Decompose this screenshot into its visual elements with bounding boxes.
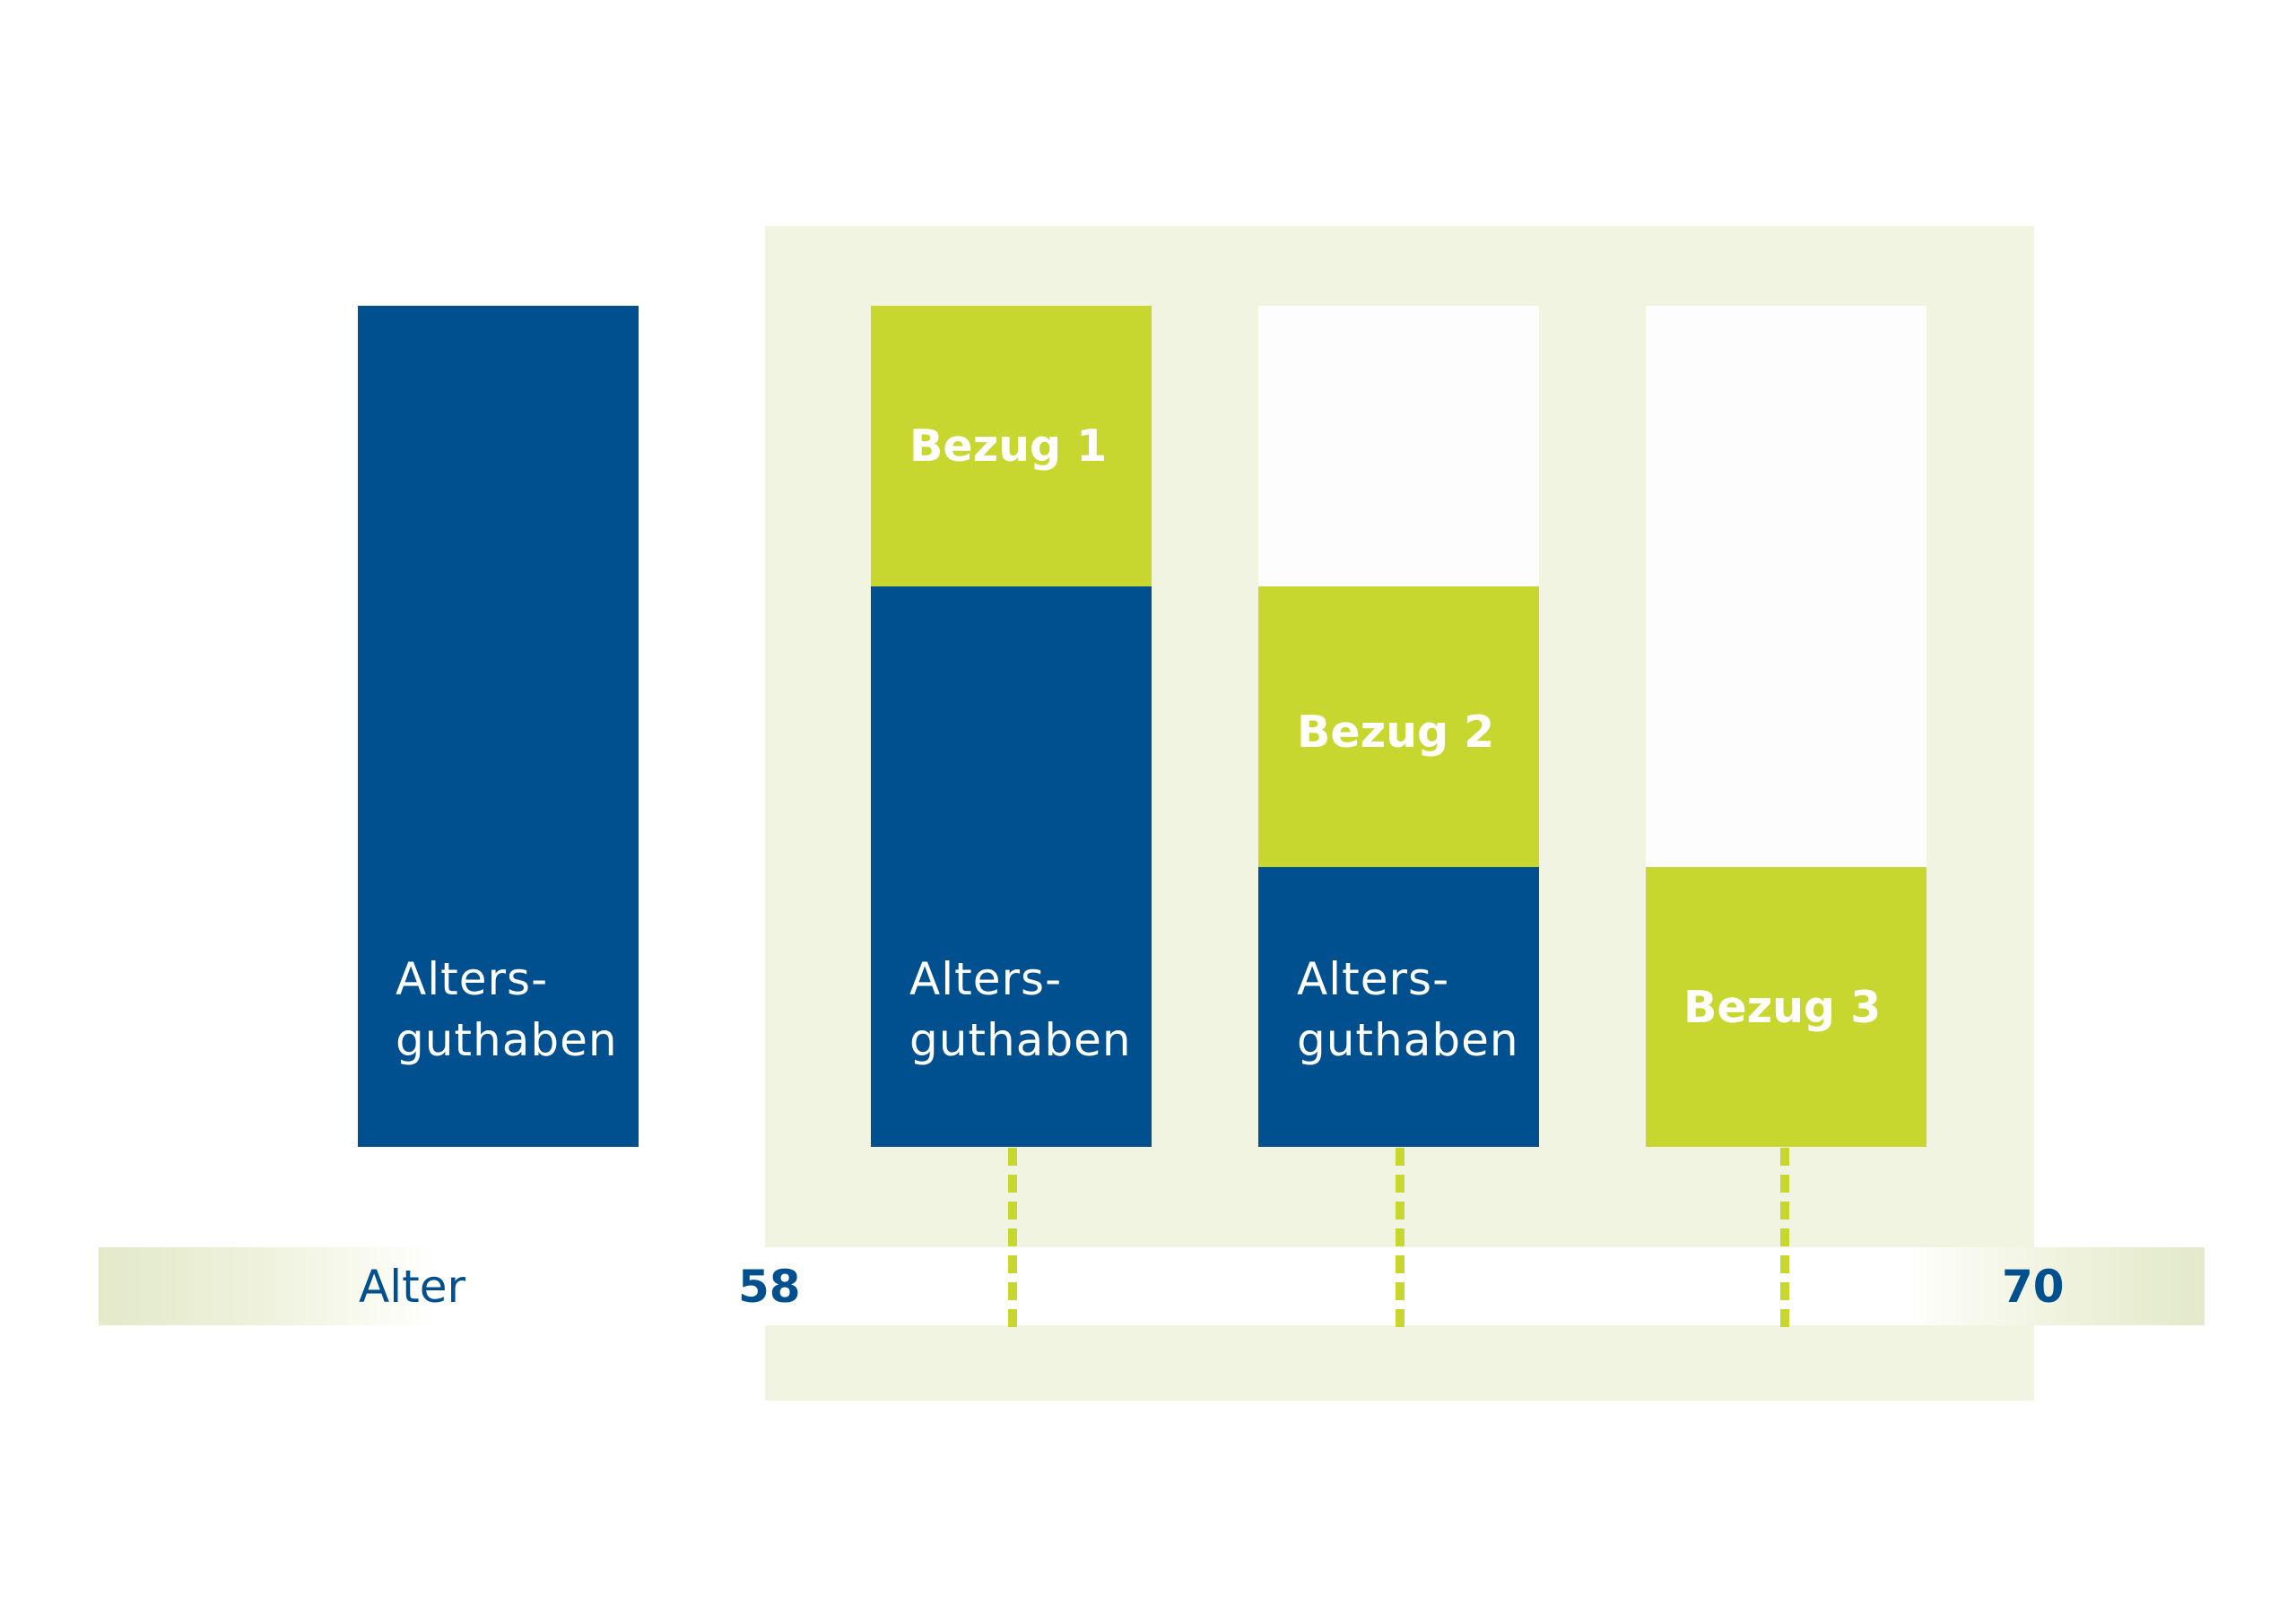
axis-tick-58: 58 bbox=[738, 1261, 801, 1313]
age-axis-band bbox=[99, 1247, 2205, 1325]
axis-label-alter: Alter bbox=[359, 1261, 466, 1313]
column-2-guthaben-bar bbox=[871, 586, 1152, 1147]
column-2-bezug-bar bbox=[871, 306, 1152, 586]
axis-tick-70: 70 bbox=[2002, 1261, 2065, 1313]
column-2-bezug-label: Bezug 1 bbox=[909, 421, 1108, 472]
column-4-bezug-bar bbox=[1646, 867, 1926, 1147]
column-1-guthaben-label: Alters- guthaben bbox=[396, 953, 618, 1066]
column-3-guthaben-label: Alters- guthaben bbox=[1297, 953, 1519, 1066]
column-3-empty-space bbox=[1258, 306, 1539, 586]
column-2-guthaben-label: Alters- guthaben bbox=[909, 953, 1132, 1066]
column-3-bezug-bar bbox=[1258, 586, 1539, 867]
column-3-guthaben-bar bbox=[1258, 867, 1539, 1147]
column-1-guthaben-bar bbox=[358, 306, 639, 1147]
bezug-3-age-marker bbox=[1780, 1148, 1789, 1327]
column-3-bezug-label: Bezug 2 bbox=[1297, 707, 1495, 758]
bezug-1-age-marker bbox=[1008, 1148, 1017, 1327]
column-4-empty-space bbox=[1646, 306, 1926, 867]
column-4-bezug-label: Bezug 3 bbox=[1683, 982, 1882, 1033]
bezug-2-age-marker bbox=[1396, 1148, 1405, 1327]
